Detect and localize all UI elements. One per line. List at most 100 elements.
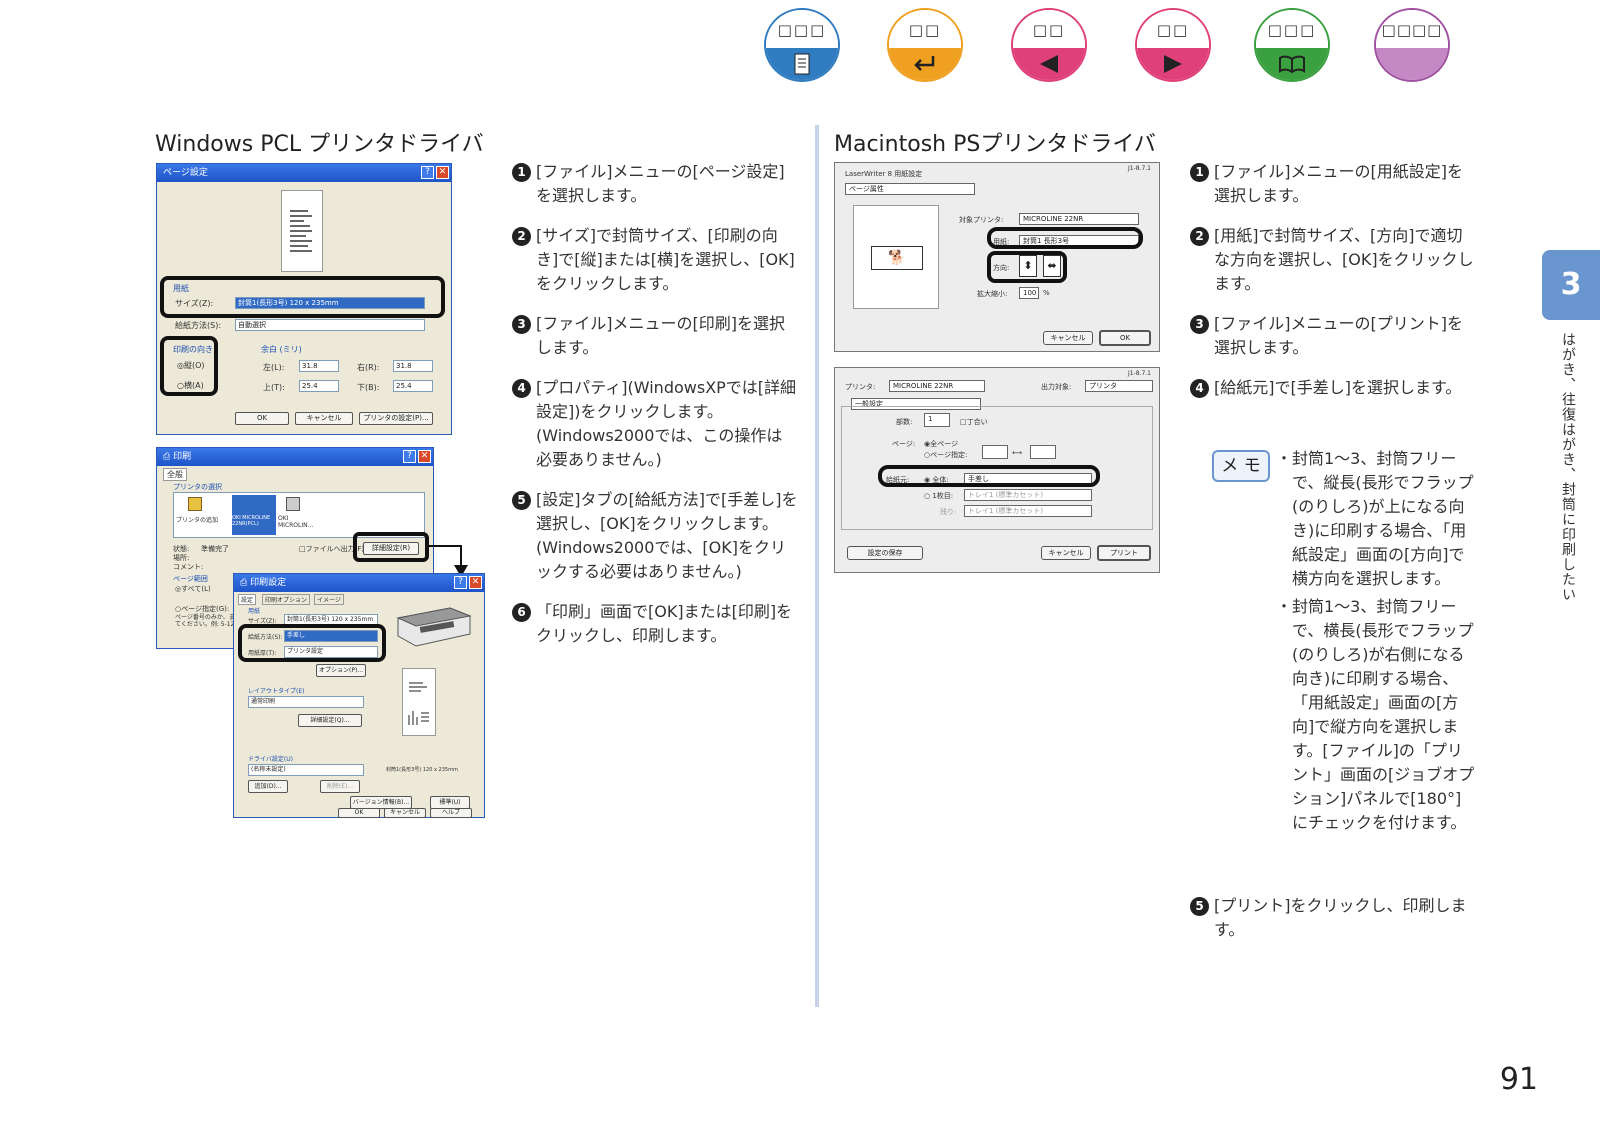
arrow-connector (460, 545, 462, 567)
printer-list: プリンタの追加 OKI MICROLINE 22NR(PCL) OKI MICR… (173, 492, 425, 538)
tab-print-options[interactable]: 印刷オプション (262, 594, 311, 605)
cancel-button[interactable]: キャンセル (295, 412, 353, 425)
collate-checkbox[interactable]: □丁合い (960, 418, 988, 426)
cancel-button[interactable]: キャンセル (1043, 331, 1093, 345)
orientation-highlight (160, 336, 218, 396)
orientation-label: 方向: (993, 264, 1010, 272)
printer-label: プリンタ: (845, 383, 876, 391)
ok-button[interactable]: OK (338, 808, 380, 818)
print-button[interactable]: プリント (1097, 545, 1151, 561)
nav-button-return[interactable]: □□ (887, 8, 963, 82)
printer-icon: ⎙ (163, 452, 174, 462)
cancel-button[interactable]: キャンセル (1041, 546, 1091, 560)
nav-button-contents[interactable]: □□□ (764, 8, 840, 82)
source-select[interactable]: 手差し (284, 630, 378, 642)
printer-item-oki[interactable]: OKI MICROLIN... (278, 515, 314, 529)
layout-group-label: レイアウトタイプ(E) (248, 688, 305, 695)
bottom-margin-label: 下(B): (357, 383, 380, 392)
left-margin-input[interactable]: 31.8 (299, 360, 339, 372)
add-printer-icon[interactable] (188, 497, 202, 511)
details-button[interactable]: 詳細設定(R) (363, 542, 419, 555)
size-select[interactable]: 封筒1(長形3号) 120 x 235mm (235, 297, 425, 309)
page-to-input[interactable] (1030, 445, 1056, 459)
right-steps: 1[ファイル]メニューの[用紙設定]を選択します。 2[用紙]で封筒サイズ、[方… (1190, 160, 1476, 416)
version-button[interactable]: バージョン情報(B)... (350, 796, 412, 809)
all-pages-radio[interactable]: ◉全ページ (924, 440, 958, 448)
page-range-radio[interactable]: ○ページ指定: (924, 451, 968, 459)
nav-button-next[interactable]: □□ (1135, 8, 1211, 82)
destination-popup[interactable]: プリンタ (1085, 380, 1153, 392)
scale-input[interactable]: 100 (1019, 287, 1039, 299)
print-settings-dialog: ⎙ 印刷設定 ?✕ 設定 印刷オプション イメージ 用紙 サイズ(Z): 封筒1… (233, 573, 485, 818)
chapter-tab[interactable]: 3 (1542, 250, 1600, 320)
printer-popup[interactable]: MICROLINE 22NR (889, 380, 985, 392)
options-button[interactable]: オプション(P)... (316, 664, 366, 677)
close-icon[interactable]: ✕ (436, 166, 449, 179)
help-icon[interactable]: ? (454, 576, 467, 589)
orientation-group-label: 印刷の向き (173, 345, 213, 354)
landscape-orientation-icon[interactable]: ⬌ (1043, 255, 1061, 277)
bottom-margin-input[interactable]: 25.4 (393, 380, 433, 392)
tab-settings[interactable]: 設定 (238, 594, 257, 605)
page-attributes-popup[interactable]: ページ属性 (845, 183, 975, 195)
first-page-radio[interactable]: ○ 1枚目: (924, 492, 954, 500)
portrait-radio[interactable]: ◎縦(O) (177, 361, 205, 370)
close-icon[interactable]: ✕ (469, 576, 482, 589)
top-margin-input[interactable]: 25.4 (299, 380, 339, 392)
save-settings-button[interactable]: 設定の保存 (847, 546, 923, 560)
dialog-titlebar: ⎙ 印刷設定 ?✕ (234, 574, 484, 592)
copies-input[interactable]: 1 (924, 413, 950, 427)
step-item: 1[ファイル]メニューの[用紙設定]を選択します。 (1190, 160, 1476, 208)
nav-button-manual[interactable]: □□□ (1254, 8, 1330, 82)
version-label: J1-8.7.1 (1127, 370, 1151, 377)
memo-badge: メ モ (1212, 450, 1270, 482)
printer-icon: ⎙ (240, 578, 251, 588)
step-number: 1 (1190, 163, 1209, 182)
delete-button[interactable]: 削除(E)... (320, 780, 360, 793)
right-section-title: Macintosh PSプリンタドライバ (834, 132, 1156, 157)
page-from-input[interactable] (982, 445, 1008, 459)
printer-item-oki-pcl[interactable]: OKI MICROLINE 22NR(PCL) (232, 515, 271, 527)
close-icon[interactable]: ✕ (418, 450, 431, 463)
step-number: 5 (512, 491, 531, 510)
nav-label: □□□ (1256, 10, 1328, 48)
source-select[interactable]: 自動選択 (235, 319, 425, 331)
step-text: [給紙元]で[手差し]を選択します。 (1214, 378, 1462, 397)
layout-details-button[interactable]: 詳細設定(Q)... (298, 714, 362, 727)
tab-general[interactable]: 全般 (163, 468, 187, 481)
step-number: 3 (1190, 315, 1209, 334)
help-icon[interactable]: ? (403, 450, 416, 463)
tab-image[interactable]: イメージ (314, 594, 344, 605)
layout-select[interactable]: 通常印刷 (248, 696, 364, 708)
nav-button-previous[interactable]: □□ (1011, 8, 1087, 82)
nav-label: □□□□ (1376, 10, 1448, 48)
nav-button-glossary[interactable]: □□□□ (1374, 8, 1450, 82)
right-margin-input[interactable]: 31.8 (393, 360, 433, 372)
left-section-title: Windows PCL プリンタドライバ (155, 132, 484, 157)
printer-settings-button[interactable]: プリンタの設定(P)... (359, 412, 433, 425)
copies-label: 部数: (896, 418, 913, 426)
step-number: 6 (512, 603, 531, 622)
target-printer-popup[interactable]: MICROLINE 22NR (1019, 213, 1139, 225)
cancel-button[interactable]: キャンセル (384, 808, 426, 818)
help-button[interactable]: ヘルプ (430, 808, 472, 818)
ok-button[interactable]: OK (235, 412, 289, 425)
remaining-popup[interactable]: トレイ1 (標準カセット) (964, 505, 1092, 517)
page-range-radio[interactable]: ○ページ指定(G): (175, 605, 230, 613)
source-all-radio[interactable]: ◉ 全体: (924, 476, 949, 484)
file-output-checkbox[interactable]: □ファイルへ出力(F) (299, 545, 365, 553)
printer-item-add[interactable]: プリンタの追加 (176, 517, 219, 524)
add-button[interactable]: 追加(D)... (248, 780, 288, 793)
location-label: 場所: (173, 554, 190, 562)
help-icon[interactable]: ? (421, 166, 434, 179)
general-popup[interactable]: 一般設定 (851, 398, 981, 410)
landscape-radio[interactable]: ○横(A) (177, 381, 204, 390)
printer-item-selected[interactable] (232, 495, 276, 535)
paper-type-select[interactable]: プリンタ設定 (284, 646, 378, 658)
ok-button[interactable]: OK (1099, 330, 1151, 346)
first-page-popup[interactable]: トレイ1 (標準カセット) (964, 489, 1092, 501)
size-label: サイズ(Z): (248, 618, 277, 625)
driver-settings-select[interactable]: (名称未設定) (248, 764, 364, 776)
portrait-orientation-icon[interactable]: ⬍ (1019, 255, 1037, 277)
all-pages-radio[interactable]: ◎すべて(L) (175, 585, 211, 593)
